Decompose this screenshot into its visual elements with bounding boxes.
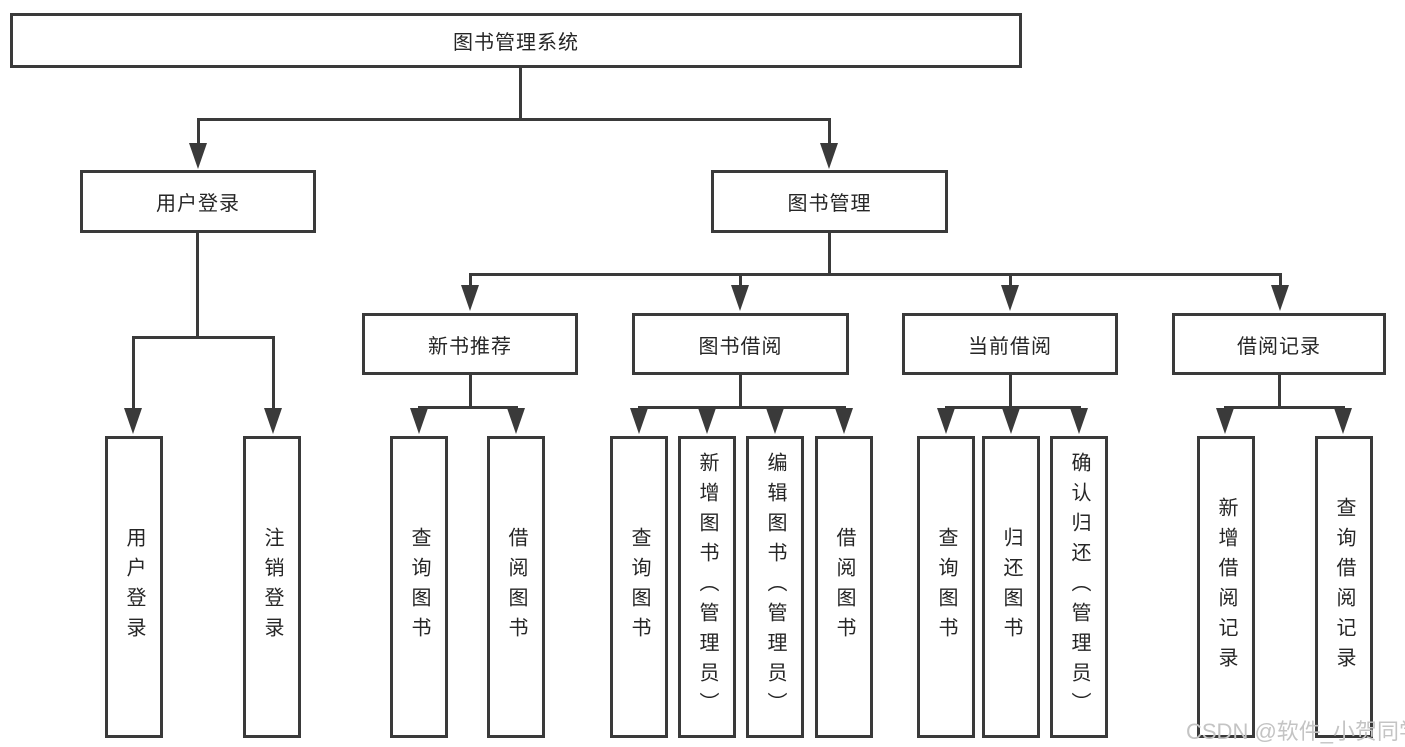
connector-drop-l3 [1009,273,1012,289]
connector-records-stem [1278,375,1281,406]
arrow-down-icon [820,143,838,169]
leaf-borrow-books-borrowing: 借阅图书 [815,436,873,738]
connector-drop-book-management [828,118,831,146]
leaf-label: 查询图书 [628,527,650,647]
node-library-management-system: 图书管理系统 [10,13,1022,68]
connector-drop-l3 [469,273,472,289]
leaf-label: 归还图书 [1000,527,1022,647]
leaf-return-books: 归还图书 [982,436,1040,738]
leaf-query-borrow-record: 查询借阅记录 [1315,436,1373,738]
arrow-down-icon [698,408,716,434]
connector-current-stem [1009,375,1012,406]
connector-bookmgmt-branch [469,273,1282,276]
leaf-label: 注销登录 [261,527,283,647]
leaf-label: 确认归还（管理员） [1068,452,1090,722]
connector-drop-l3 [1279,273,1282,289]
arrow-down-icon [124,408,142,434]
node-new-book-recommendation: 新书推荐 [362,313,578,375]
node-user-login: 用户登录 [80,170,316,233]
connector-bookmgmt-stem [828,233,831,273]
leaf-user-login: 用户登录 [105,436,163,738]
node-borrowing-records: 借阅记录 [1172,313,1386,375]
leaf-edit-books-admin: 编辑图书（管理员） [746,436,804,738]
leaf-label: 用户登录 [123,527,145,647]
connector-userlogin-stem [196,233,199,336]
arrow-down-icon [937,408,955,434]
connector-drop-leaf [132,336,135,410]
connector-root-stem [519,68,522,118]
arrow-down-icon [731,285,749,311]
leaf-add-books-admin: 新增图书（管理员） [678,436,736,738]
leaf-add-borrow-record: 新增借阅记录 [1197,436,1255,738]
leaf-logout: 注销登录 [243,436,301,738]
leaf-query-books-recommend: 查询图书 [390,436,448,738]
connector-drop-l3 [739,273,742,289]
node-book-borrowing: 图书借阅 [632,313,849,375]
connector-records-branch [1224,406,1344,409]
connector-borrowing-stem [739,375,742,406]
arrow-down-icon [1334,408,1352,434]
connector-newbook-stem [469,375,472,406]
csdn-watermark: CSDN @软件_小贺同学 [1186,719,1405,744]
arrow-down-icon [1271,285,1289,311]
arrow-down-icon [264,408,282,434]
connector-drop-leaf [272,336,275,410]
arrow-down-icon [461,285,479,311]
node-book-management: 图书管理 [711,170,948,233]
arrow-down-icon [835,408,853,434]
arrow-down-icon [630,408,648,434]
leaf-query-books-current: 查询图书 [917,436,975,738]
arrow-down-icon [507,408,525,434]
arrow-down-icon [1216,408,1234,434]
leaf-confirm-return-admin: 确认归还（管理员） [1050,436,1108,738]
connector-drop-user-login [197,118,200,146]
leaf-label: 查询图书 [935,527,957,647]
leaf-label: 借阅图书 [833,527,855,647]
leaf-label: 编辑图书（管理员） [764,452,786,722]
leaf-label: 借阅图书 [505,527,527,647]
leaf-label: 新增借阅记录 [1215,497,1237,677]
leaf-label: 新增图书（管理员） [696,452,718,722]
arrow-down-icon [189,143,207,169]
connector-root-branch [197,118,831,121]
arrow-down-icon [1002,408,1020,434]
node-current-borrowing: 当前借阅 [902,313,1118,375]
arrow-down-icon [410,408,428,434]
connector-borrowing-branch [638,406,845,409]
arrow-down-icon [1001,285,1019,311]
connector-newbook-branch [418,406,518,409]
arrow-down-icon [1070,408,1088,434]
connector-userlogin-branch [132,336,275,339]
leaf-borrow-books-recommend: 借阅图书 [487,436,545,738]
arrow-down-icon [766,408,784,434]
leaf-label: 查询借阅记录 [1333,497,1355,677]
leaf-query-books-borrowing: 查询图书 [610,436,668,738]
leaf-label: 查询图书 [408,527,430,647]
